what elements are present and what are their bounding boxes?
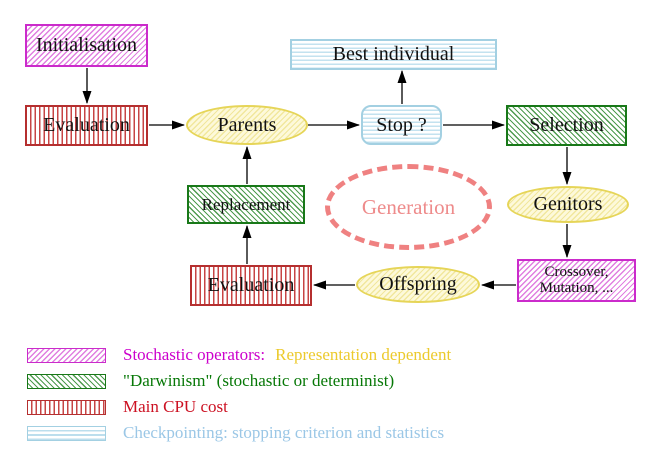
legend-text-checkpointing: Checkpointing: stopping criterion and st… (123, 423, 445, 442)
node-evaluation-bottom: Evaluation (190, 265, 312, 306)
legend-text-darwinism: "Darwinism" (stochastic or determinist) (123, 371, 395, 390)
node-stop: Stop ? (361, 105, 442, 145)
legend-text-representation-dependent: Representation dependent (275, 345, 452, 364)
node-evaluation-top-label: Evaluation (43, 114, 130, 136)
generation-loop-ellipse: Generation (325, 164, 492, 250)
node-evaluation-top: Evaluation (25, 105, 148, 146)
legend-row-checkpointing: Checkpointing: stopping criterion and st… (27, 423, 445, 442)
node-selection-label: Selection (529, 114, 604, 136)
node-offspring-label: Offspring (379, 273, 457, 295)
legend-swatch-magenta-hatch (27, 347, 106, 363)
node-stop-label: Stop ? (376, 113, 427, 136)
node-crossover-line2: Mutation, ... (539, 279, 614, 296)
node-genitors-label: Genitors (533, 193, 603, 215)
legend-swatch-green-hatch (27, 373, 106, 389)
node-replacement: Replacement (187, 185, 305, 224)
node-selection: Selection (506, 105, 627, 146)
legend-row-main-cpu-cost: Main CPU cost (27, 397, 228, 416)
node-parents-label: Parents (217, 113, 277, 136)
legend-text-main-cpu-cost: Main CPU cost (123, 397, 228, 416)
node-initialisation: Initialisation (25, 24, 148, 67)
node-best-individual-label: Best individual (332, 43, 455, 65)
generation-label: Generation (361, 194, 456, 219)
node-replacement-label: Replacement (201, 194, 291, 214)
legend-row-darwinism: "Darwinism" (stochastic or determinist) (27, 371, 395, 390)
legend-text-stochastic-operators: Stochastic operators: (123, 345, 266, 364)
node-genitors: Genitors (507, 186, 629, 223)
node-evaluation-bottom-label: Evaluation (207, 274, 295, 296)
node-parents: Parents (186, 105, 308, 145)
node-offspring: Offspring (356, 266, 480, 303)
legend-swatch-red-stripes (27, 399, 106, 415)
node-initialisation-label: Initialisation (35, 34, 138, 56)
node-crossover-mutation: Crossover, Mutation, ... (517, 259, 636, 302)
legend-row-stochastic-operators: Stochastic operators: Representation dep… (27, 345, 452, 364)
node-best-individual: Best individual (290, 39, 497, 70)
node-crossover-line1: Crossover, (544, 263, 609, 280)
legend-swatch-cyan-stripes (27, 425, 106, 441)
